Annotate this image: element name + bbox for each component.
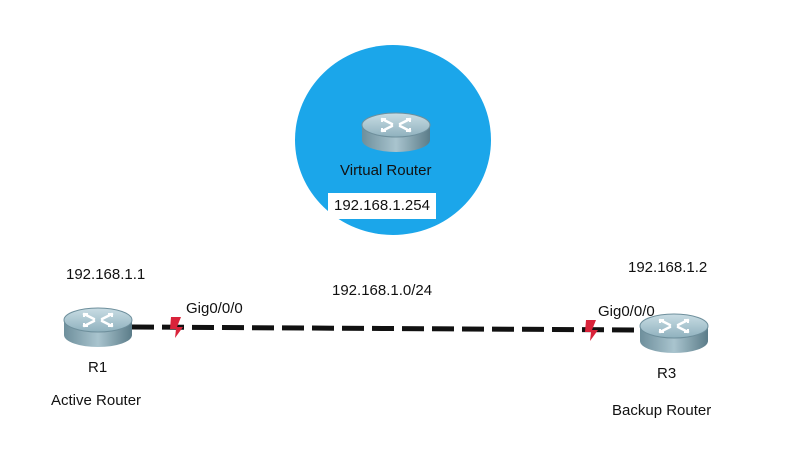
router-icon[interactable] — [361, 112, 431, 152]
r1-ip-label: 192.168.1.1 — [60, 262, 152, 288]
r3-ip-label: 192.168.1.2 — [622, 255, 714, 281]
link-status-marker-icon — [585, 320, 598, 341]
r1-interface-label: Gig0/0/0 — [186, 300, 243, 317]
ethernet-link — [131, 324, 643, 333]
r3-role-label: Backup Router — [606, 398, 718, 424]
router-icon[interactable] — [63, 307, 133, 347]
subnet-label: 192.168.1.0/24 — [326, 278, 439, 304]
link-status-marker-icon — [170, 317, 183, 338]
r1-name-label: R1 — [88, 359, 108, 376]
router-icon[interactable] — [639, 313, 709, 353]
r3-name-label: R3 — [657, 365, 677, 382]
r1-role-label: Active Router — [45, 388, 148, 414]
r3-interface-label: Gig0/0/0 — [598, 303, 655, 320]
virtual-router-name: Virtual Router — [340, 162, 432, 179]
virtual-router-ip: 192.168.1.254 — [328, 193, 436, 219]
